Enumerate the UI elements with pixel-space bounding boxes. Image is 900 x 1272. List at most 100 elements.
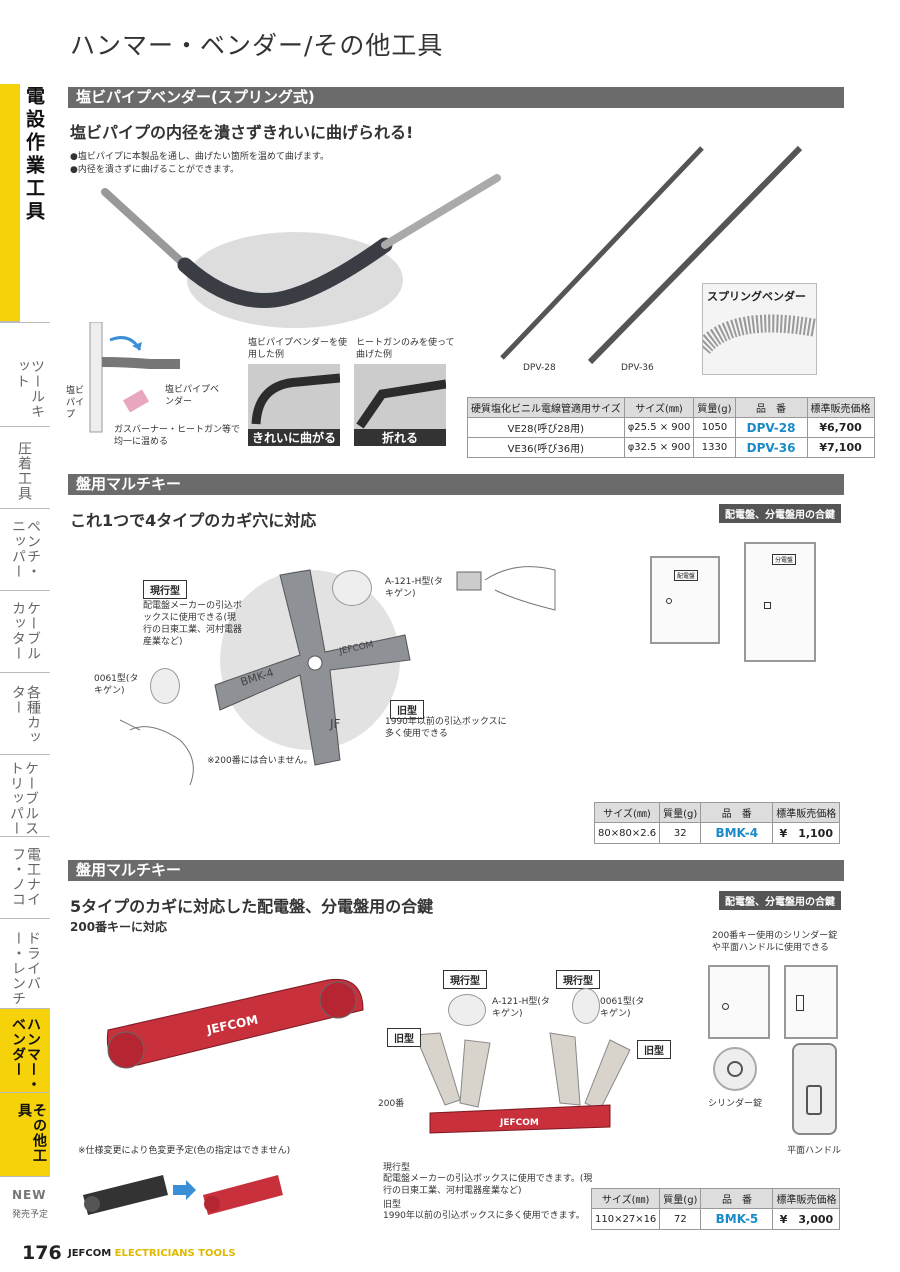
section3-subheadline: 200番キーに対応 bbox=[70, 920, 168, 934]
x-key-image: BMK-4 JEFCOM JF bbox=[214, 569, 411, 766]
panel-board-image: 分電盤 bbox=[744, 542, 816, 662]
section3-spec-table: サイズ(㎜) 質量(g) 品 番 標準販売価格 110×27×16 72 BMK… bbox=[590, 1188, 841, 1230]
diagram-pipe-label: 塩ビパイプ bbox=[66, 386, 85, 420]
table-cell: φ25.5 × 900 bbox=[623, 417, 695, 438]
keyhole-icon bbox=[666, 598, 672, 604]
table-header: 質量(g) bbox=[659, 1188, 702, 1209]
hand-illustration-1 bbox=[119, 719, 194, 786]
old-type-label: 旧型 bbox=[390, 700, 424, 719]
handle-icon bbox=[796, 995, 804, 1011]
current-type-desc: 配電盤メーカーの引込ボックスに使用できる(現行の日東工業、河村電器産業など) bbox=[143, 601, 243, 647]
section2-spec-table: サイズ(㎜) 質量(g) 品 番 標準販売価格 80×80×2.6 32 BMK… bbox=[593, 802, 841, 844]
table-header: 品 番 bbox=[700, 802, 774, 823]
footer-brand-name: JEFCOM bbox=[68, 1248, 112, 1259]
side-tab-pliers[interactable]: ペンチ・ニッパー bbox=[0, 509, 50, 591]
page-title: ハンマー・ベンダー/その他工具 bbox=[70, 31, 444, 60]
table-row: VE28(呼び28用) φ25.5 × 900 1050 DPV-28 ¥6,7… bbox=[467, 417, 875, 438]
side-tab-cable-cutter[interactable]: ケーブルカッター bbox=[0, 591, 50, 673]
product-code: BMK-4 bbox=[700, 822, 774, 844]
product-code: DPV-36 bbox=[734, 437, 808, 458]
diagram-bender-label: 塩ビパイプベンダー bbox=[165, 385, 220, 407]
section2-bar: 盤用マルチキー bbox=[68, 474, 844, 495]
table-header: 質量(g) bbox=[659, 802, 702, 823]
price-cell: ¥6,700 bbox=[806, 417, 875, 438]
table-cell: 80×80×2.6 bbox=[593, 822, 661, 844]
side-tab-driver[interactable]: ドライバー・レンチ bbox=[0, 919, 50, 1009]
section2-note: ※200番には合いません。 bbox=[207, 756, 313, 766]
handle-label: 平面ハンドル bbox=[787, 1146, 842, 1156]
section3-badge: 配電盤、分電盤用の合鍵 bbox=[719, 891, 841, 910]
product-code: DPV-28 bbox=[734, 417, 808, 438]
example1-caption: 塩ビパイプベンダーを使用した例 bbox=[248, 338, 348, 360]
side-tab-hammer[interactable]: ハンマー・ベンダー bbox=[0, 1009, 50, 1093]
table-header: 品 番 bbox=[700, 1188, 774, 1209]
diagram-heat-label: ガスバーナー・ヒートガン等で均一に温める bbox=[114, 425, 241, 447]
page-number: 176 bbox=[22, 1242, 62, 1264]
table-header: 質量(g) bbox=[693, 397, 736, 418]
section1-spec-table: 硬質塩化ビニル電線管適用サイズ サイズ(㎜) 質量(g) 品 番 標準販売価格 … bbox=[467, 397, 875, 458]
side-tab-main[interactable]: 電設作業工具 bbox=[0, 84, 45, 322]
old-type-label-a: 旧型 bbox=[387, 1028, 421, 1047]
example2-caption: ヒートガンのみを使って曲げた例 bbox=[356, 338, 455, 360]
table-header: サイズ(㎜) bbox=[623, 397, 695, 418]
old-type-desc: 1990年以前の引込ボックスに多く使用できる bbox=[385, 717, 507, 739]
side-tab-crimping[interactable]: 圧着工具 bbox=[0, 427, 50, 509]
desc-old-title: 旧型 bbox=[383, 1200, 402, 1210]
side-tab-other[interactable]: その他工具 bbox=[0, 1093, 50, 1177]
example1-image: きれいに曲がる bbox=[248, 364, 341, 446]
keyhole-icon bbox=[722, 1003, 729, 1010]
cylinder-panel-image bbox=[708, 965, 770, 1039]
cylinder-lock-icon bbox=[713, 1047, 757, 1091]
section2-badge: 配電盤、分電盤用の合鍵 bbox=[719, 504, 841, 523]
new-sub-label: 発売予定 bbox=[12, 1210, 49, 1220]
side-tab-toolkit[interactable]: ツールキット bbox=[0, 345, 50, 427]
table-cell: 110×27×16 bbox=[590, 1208, 661, 1230]
table-cell: VE36(呼び36用) bbox=[467, 437, 625, 458]
side-tab-label: ケーブルカッター bbox=[10, 601, 41, 661]
side-tab-various-cutter[interactable]: 各種カッター bbox=[0, 673, 50, 755]
table-header: サイズ(㎜) bbox=[593, 802, 661, 823]
current-type-label: 現行型 bbox=[143, 580, 187, 599]
section1-headline: 塩ビパイプの内径を潰さずきれいに曲げられる! bbox=[70, 123, 414, 142]
section1-bar: 塩ビパイプベンダー(スプリング式) bbox=[68, 87, 844, 108]
color-change-note: ※仕様変更により色変更予定(色の指定はできません) bbox=[78, 1146, 291, 1156]
side-tab-label: ドライバー・レンチ bbox=[10, 931, 41, 1006]
red-multikey-image: JEFCOM bbox=[106, 978, 364, 1069]
panel2-label: 分電盤 bbox=[772, 554, 797, 565]
example1-label: きれいに曲がる bbox=[248, 429, 340, 446]
color-change-image bbox=[83, 1175, 283, 1215]
desc-old-text: 1990年以前の引込ボックスに多く使用できます。 bbox=[383, 1211, 585, 1221]
side-tab-knife[interactable]: 電工ナイフ・ノコ bbox=[0, 837, 50, 919]
table-cell: 1330 bbox=[693, 437, 736, 458]
table-row: VE36(呼び36用) φ32.5 × 900 1330 DPV-36 ¥7,1… bbox=[467, 437, 875, 458]
table-header: 標準販売価格 bbox=[806, 397, 875, 418]
side-tab-label: 各種カッター bbox=[10, 685, 41, 745]
spring-label: スプリングベンダー bbox=[707, 290, 806, 303]
model-a-label: DPV-28 bbox=[523, 363, 556, 373]
side-tab-label: ケーブルストリッパー bbox=[8, 761, 39, 836]
price-cell: ¥ 3,000 bbox=[772, 1208, 841, 1230]
side-tab-label: その他工具 bbox=[16, 1103, 47, 1163]
table-row: 110×27×16 72 BMK-5 ¥ 3,000 bbox=[590, 1208, 841, 1230]
keyhole-icon bbox=[764, 602, 771, 609]
panel1-label: 配電盤 bbox=[674, 570, 699, 581]
arrow-right-icon bbox=[173, 1180, 196, 1200]
type-b-label: 0061型(タキゲン) bbox=[94, 674, 139, 696]
desc-current-text: 配電盤メーカーの引込ボックスに使用できます。(現行の日東工業、河村電器産業など) bbox=[383, 1174, 593, 1196]
heating-diagram bbox=[89, 322, 180, 433]
pipe-bender-bent-image bbox=[101, 174, 501, 328]
table-cell: φ32.5 × 900 bbox=[623, 437, 695, 458]
spring-bender-inset: スプリングベンダー bbox=[696, 283, 818, 375]
table-row: 80×80×2.6 32 BMK-4 ¥ 1,100 bbox=[593, 822, 841, 844]
distribution-board-image: 配電盤 bbox=[650, 556, 720, 644]
side-tab-label: ハンマー・ベンダー bbox=[10, 1017, 41, 1092]
side-tab-stripper[interactable]: ケーブルストリッパー bbox=[0, 755, 50, 837]
cylinder-label: シリンダー錠 bbox=[708, 1099, 763, 1109]
label-200: 200番 bbox=[378, 1099, 405, 1109]
hand-illustration-2 bbox=[456, 566, 556, 611]
key-text-jf: JF bbox=[329, 717, 341, 731]
type-a-label: A-121-H型(タキゲン) bbox=[492, 997, 550, 1019]
old-type-label-b: 旧型 bbox=[637, 1040, 671, 1059]
straight-benders-image bbox=[500, 145, 803, 365]
current-type-label-a: 現行型 bbox=[443, 970, 487, 989]
